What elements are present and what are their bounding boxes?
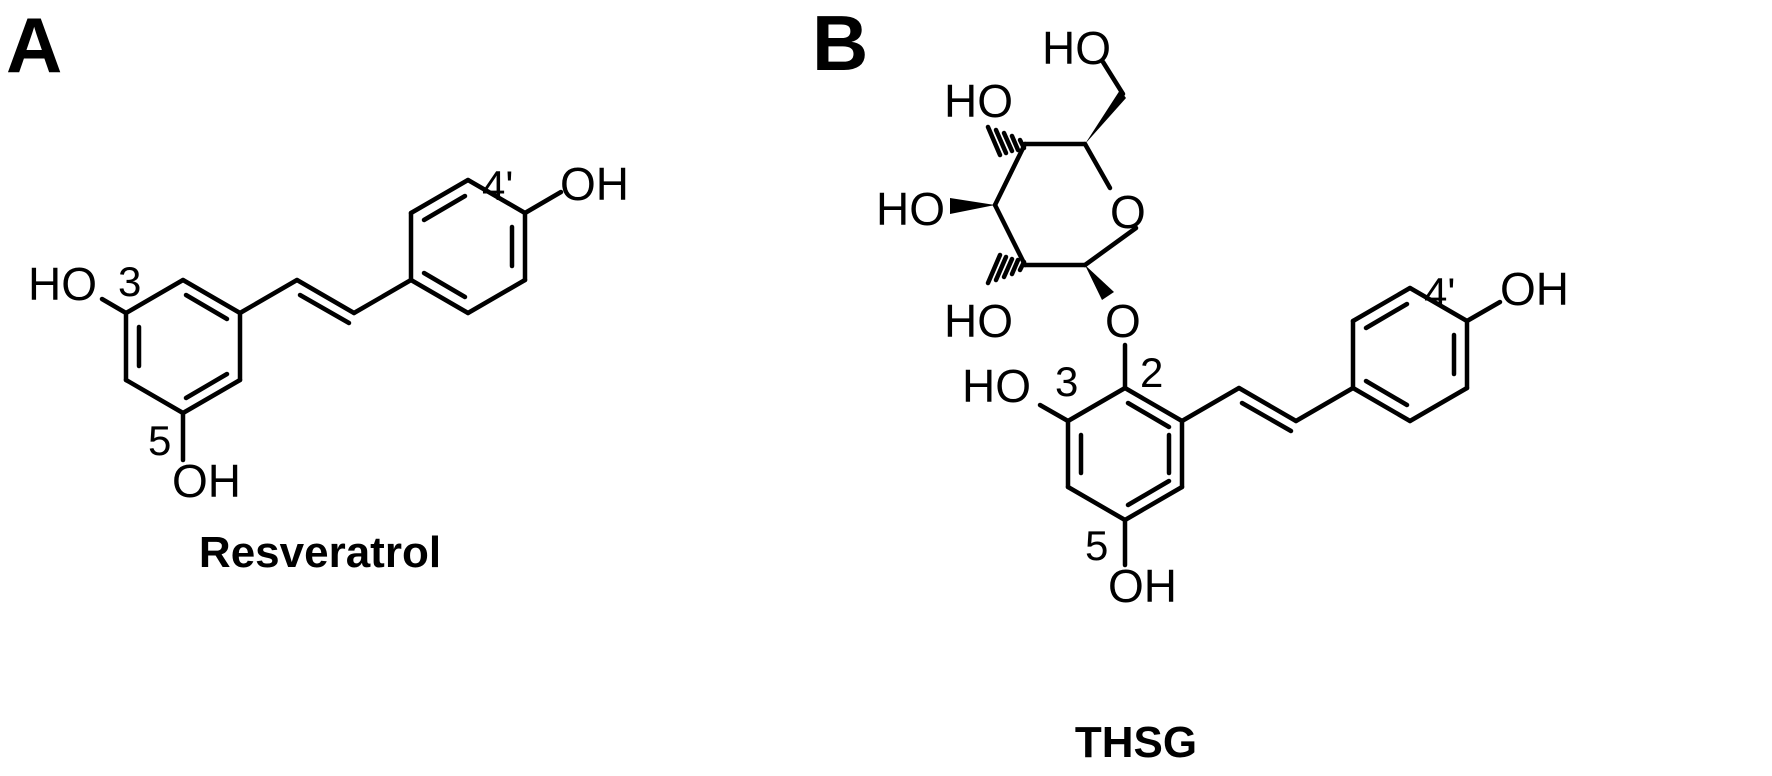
trans-double-bond [237,277,414,326]
hydroxyl-3-label: HO [962,360,1031,412]
position-2-label: 2 [1140,349,1163,396]
compound-name-resveratrol: Resveratrol [199,528,441,577]
bond-c4p-o [522,189,564,216]
hash-c2-oh [985,252,1027,286]
position-5-label: 5 [148,417,171,464]
phenol-ring [1350,285,1470,424]
trans-double-bond [1179,385,1356,434]
glucose-c3-hydroxyl-label: HO [876,183,945,235]
position-3-label: 3 [1055,358,1078,405]
compound-name-thsg: THSG [1075,718,1197,767]
phenol-ring [408,177,528,316]
thsg-structure: HO HO HO O HO O 2 HO 3 5 OH 4' OH [876,22,1569,612]
hydroxyl-5-label: OH [172,455,241,507]
bond-ch2-o [1100,59,1126,97]
bond-c3-oh [1037,402,1071,424]
wedge-c3-oh [950,198,995,214]
hydroxyl-3-label: HO [28,258,97,310]
hydroxyl-4p-label: OH [1500,263,1569,315]
panel-a: A [6,1,629,577]
resveratrol-structure: HO 3 5 OH 4' OH [28,158,629,507]
wedge-c1-o [1085,265,1114,300]
position-4p-label: 4' [1424,269,1455,316]
bond-c4p-o [1464,299,1503,324]
hash-c4-oh [985,124,1027,158]
glucose-c2-hydroxyl-label: HO [944,295,1013,347]
glucose-ring [992,141,1139,268]
position-5-label: 5 [1085,522,1108,569]
panel-a-label: A [6,1,62,89]
panel-b: B [812,0,1569,767]
glycosidic-oxygen-label: O [1105,295,1141,347]
resorcinol-ring [123,277,243,416]
ring-oxygen-label: O [1110,186,1146,238]
hydroxyl-5-label: OH [1108,560,1177,612]
position-3-label: 3 [118,258,141,305]
hydroxyl-4p-label: OH [560,158,629,210]
central-benzene-ring [1065,342,1185,523]
wedge-c5-ch2 [1085,90,1126,144]
hydroxymethyl-label: HO [1042,22,1111,74]
bond-c3-o [99,296,129,316]
position-4p-label: 4' [482,162,513,209]
panel-b-label: B [812,0,868,87]
glucose-c4-hydroxyl-label: HO [944,75,1013,127]
